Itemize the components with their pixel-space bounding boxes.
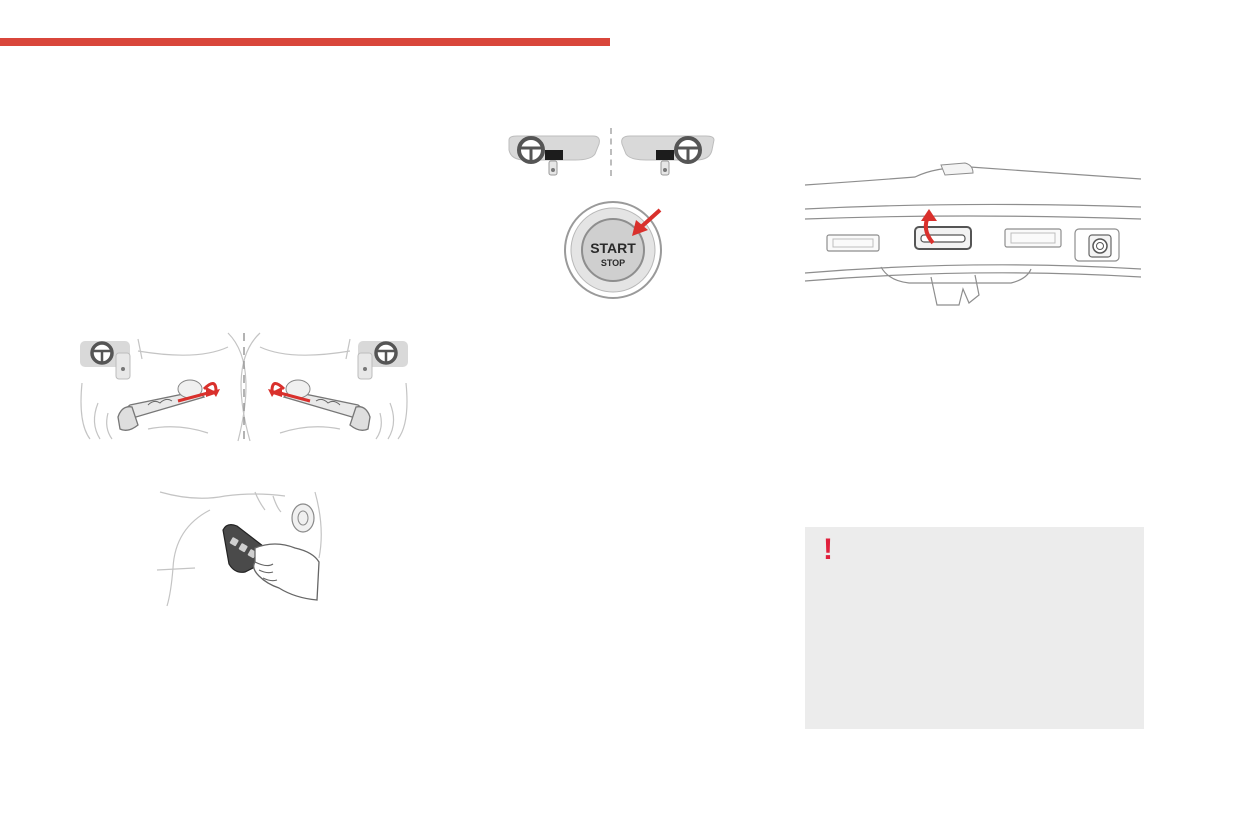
rear-camera-icon — [1074, 228, 1120, 262]
steering-wheel-icon — [674, 136, 702, 164]
steering-column-adjustment-illustration — [80, 332, 408, 442]
rotation-arrow-icon — [270, 382, 286, 392]
steering-position-illustration-rhd — [621, 135, 715, 176]
ignition-key-slot-icon — [656, 150, 674, 160]
steering-wheel-icon — [357, 341, 408, 380]
start-stop-button-illustration: START STOP — [564, 201, 662, 299]
adjustment-lever-right — [282, 379, 371, 431]
warning-panel: ! — [805, 527, 1144, 729]
key-fob-hand-illustration — [156, 491, 322, 607]
stop-label: STOP — [601, 258, 625, 268]
steering-position-illustration-lhd — [508, 135, 600, 176]
lhd-rhd-divider — [610, 128, 612, 176]
rotation-arrow-icon — [202, 382, 218, 392]
start-label: START — [590, 240, 636, 256]
tailgate-release-arrow-icon — [921, 209, 937, 245]
header-accent-bar — [0, 38, 610, 46]
warning-icon: ! — [823, 533, 833, 566]
steering-wheel-icon — [517, 136, 545, 164]
adjustment-lever-left — [117, 379, 206, 431]
press-arrow-icon — [632, 208, 662, 236]
tailgate-release-illustration — [804, 162, 1142, 306]
ignition-key-slot-icon — [545, 150, 563, 160]
steering-wheel-icon — [80, 341, 131, 380]
